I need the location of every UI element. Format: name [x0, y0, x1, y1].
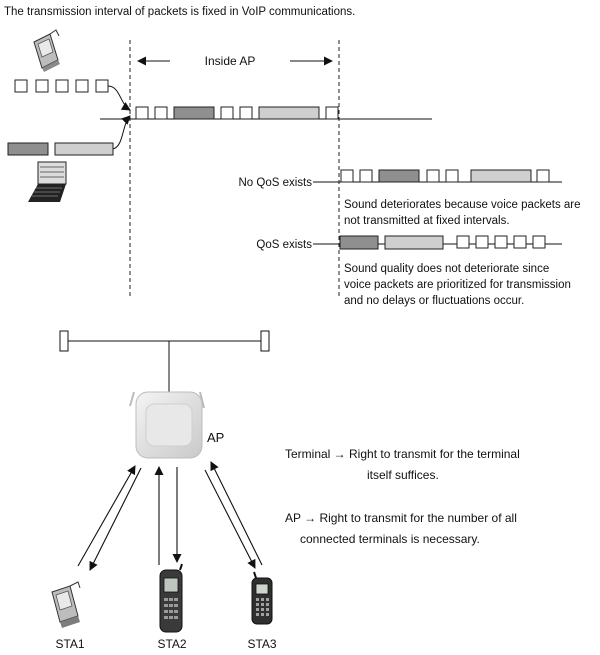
qos-note-line2: voice packets are prioritized for transm…	[344, 279, 571, 291]
terminal-rule-line2: itself suffices.	[367, 468, 439, 482]
bus-terminator-right	[260, 330, 270, 352]
ap-rule-line2: connected terminals is necessary.	[300, 532, 480, 546]
qos-label: QoS exists	[256, 239, 312, 251]
sta3-label: STA3	[247, 637, 276, 651]
ap-rule-line1: AP → Right to transmit for the number of…	[285, 511, 517, 525]
no-qos-label: No QoS exists	[239, 177, 313, 189]
sta2-phone-icon	[159, 563, 183, 633]
qos-packets	[339, 235, 546, 250]
laptop-packets	[7, 142, 114, 156]
qos-note-line1: Sound quality does not deteriorate since	[344, 263, 549, 275]
bus-terminator-left	[59, 330, 69, 352]
sta1-phone-icon	[51, 581, 81, 628]
terminal-rule-line1: Terminal → Right to transmit for the ter…	[285, 447, 520, 461]
sta3-phone-icon	[251, 571, 273, 625]
phone-packets	[14, 79, 109, 93]
ap-label: AP	[207, 430, 224, 445]
inside-ap-label: Inside AP	[205, 54, 256, 68]
no-qos-note-line1: Sound deteriorates because voice packets…	[344, 199, 581, 211]
qos-note-line3: and no delays or fluctuations occur.	[344, 295, 524, 307]
sta2-label: STA2	[157, 637, 186, 651]
mobile-phone-icon	[33, 29, 60, 72]
no-qos-note-line2: not transmitted at fixed intervals.	[344, 215, 510, 227]
laptop-merge-arrow	[112, 115, 131, 150]
ap-queue-packets	[135, 106, 339, 120]
laptop-icon	[28, 161, 67, 202]
access-point-icon	[129, 391, 205, 459]
sta1-label: STA1	[55, 637, 84, 651]
header-caption: The transmission interval of packets is …	[4, 6, 355, 18]
no-qos-packets	[340, 169, 550, 183]
comm-arrows	[77, 461, 263, 571]
phone-merge-arrow	[107, 85, 131, 111]
